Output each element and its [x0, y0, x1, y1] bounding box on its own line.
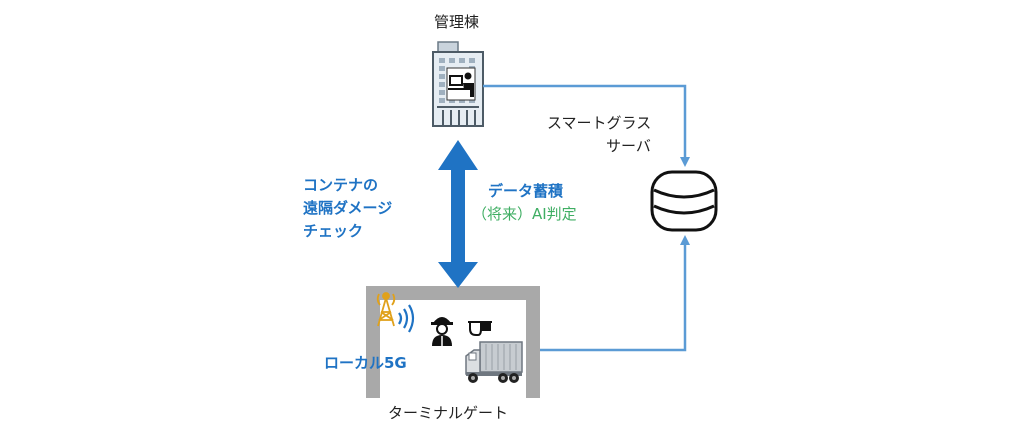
double-arrow	[438, 140, 478, 288]
worker-with-helmet-icon	[431, 317, 453, 346]
left-label-line1: コンテナの	[303, 176, 379, 194]
database-icon	[650, 170, 718, 232]
gate-to-server-line	[540, 235, 690, 352]
left-label-line3: チェック	[303, 222, 364, 240]
container-truck-icon	[465, 341, 523, 383]
building-label: 管理棟	[434, 13, 480, 31]
center-label-bold: データ蓄積	[488, 182, 564, 200]
smart-glasses-icon	[468, 321, 492, 336]
building-to-server-line	[483, 84, 690, 167]
server-label-line1: スマートグラス	[547, 114, 652, 132]
local5g-label: ローカル5G	[324, 354, 407, 372]
connector-lines	[483, 84, 690, 352]
gate-label: ターミナルゲート	[388, 404, 509, 422]
center-label-sub: （将来）AI判定	[472, 205, 577, 223]
radio-tower-icon	[376, 292, 396, 327]
left-label-line2: 遠隔ダメージ	[303, 199, 393, 217]
wireless-signal-icon	[398, 304, 415, 333]
office-building-icon	[432, 41, 484, 127]
terminal-gate-frame	[366, 286, 540, 398]
server-label-line2: サーバ	[606, 137, 651, 155]
